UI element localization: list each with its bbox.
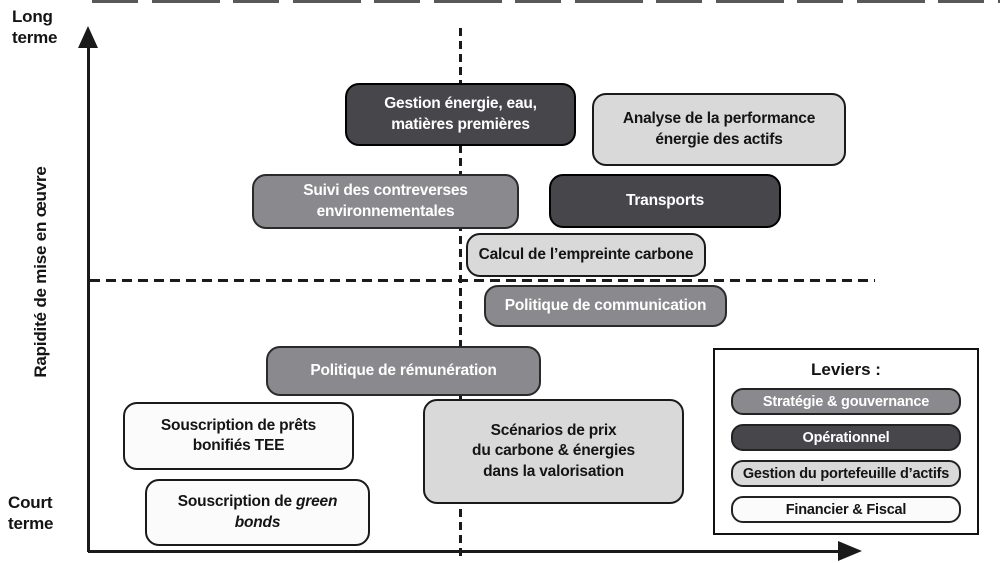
y-axis-top-label: Long terme [12, 7, 58, 48]
y-axis-arrow-icon [78, 26, 98, 48]
horizontal-dashed-divider [90, 279, 875, 282]
node-souscription-green-bonds: Souscription de green bonds [145, 479, 370, 546]
x-axis-line [88, 550, 840, 553]
node-souscription-green-bonds-label: Souscription de green bonds [177, 493, 338, 531]
legend: Leviers : Stratégie & gouvernance Opérat… [713, 348, 979, 535]
top-edge-dashed-artifact [92, 0, 1000, 3]
node-analyse-performance: Analyse de la performance énergie des ac… [592, 93, 846, 166]
x-axis-arrow-icon [838, 541, 862, 561]
legend-item-strategie-gouvernance: Stratégie & gouvernance [731, 388, 961, 415]
node-politique-communication: Politique de communication [484, 285, 727, 327]
y-axis-line [87, 44, 90, 552]
node-scenarios-prix-carbone: Scénarios de prix du carbone & énergies … [423, 399, 684, 504]
legend-item-gestion-portefeuille: Gestion du portefeuille d’actifs [731, 460, 961, 487]
node-transports: Transports [549, 174, 781, 228]
legend-item-operationnel: Opérationnel [731, 424, 961, 451]
node-souscription-prets-tee: Souscription de prêts bonifiés TEE [123, 402, 354, 470]
node-gestion-energie-eau: Gestion énergie, eau, matières premières [345, 83, 576, 146]
y-axis-title: Rapidité de mise en œuvre [31, 166, 50, 378]
legend-item-financier-fiscal: Financier & Fiscal [731, 496, 961, 523]
y-axis-bottom-label: Court terme [8, 493, 54, 534]
node-politique-remuneration: Politique de rémunération [266, 346, 541, 396]
node-calcul-empreinte-carbone: Calcul de l’empreinte carbone [466, 233, 706, 277]
legend-title: Leviers : [811, 360, 881, 379]
node-suivi-controverses: Suivi des contreverses environnementales [252, 174, 519, 229]
vertical-dashed-divider [459, 28, 462, 556]
